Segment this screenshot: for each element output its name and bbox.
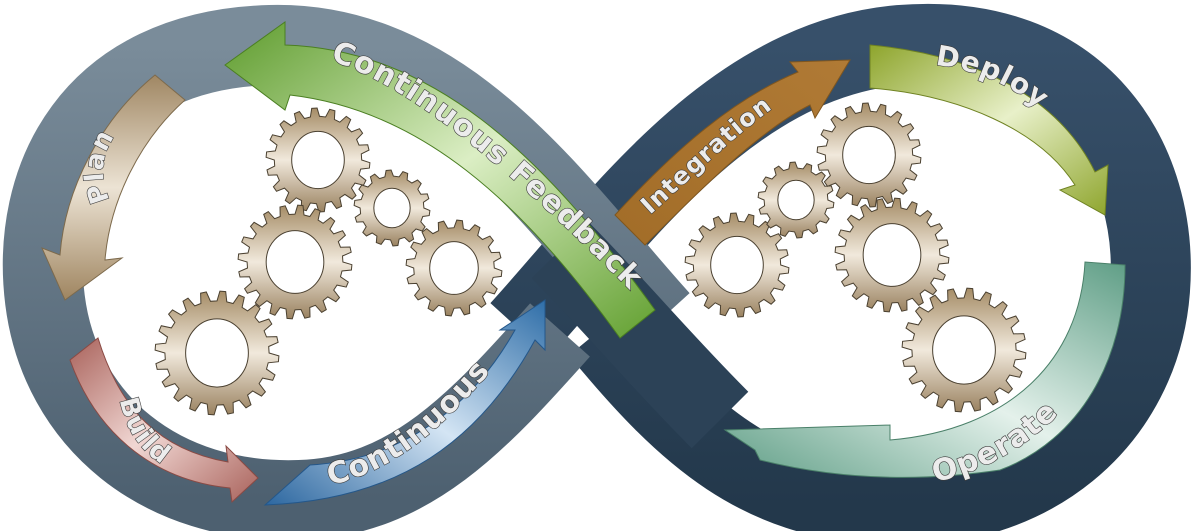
continuous-feedback-arrow [224,21,656,339]
gear-hole [932,315,996,385]
integration-arrow [614,59,851,246]
gears-group [154,102,1027,416]
continuous-arrow [263,299,546,506]
deploy-arrow [869,44,1109,216]
gear-hole [710,235,764,295]
gear-hole [777,179,815,221]
gear-hole [291,130,345,190]
gear-hole [429,241,479,295]
operate-arrow [723,261,1126,478]
build-arrow [69,337,259,504]
gear-hole [185,318,249,388]
plan-arrow [41,74,186,301]
gear-hole [373,187,411,229]
gear-hole [862,223,922,287]
gear-hole [842,125,896,185]
gear-hole [265,230,325,294]
